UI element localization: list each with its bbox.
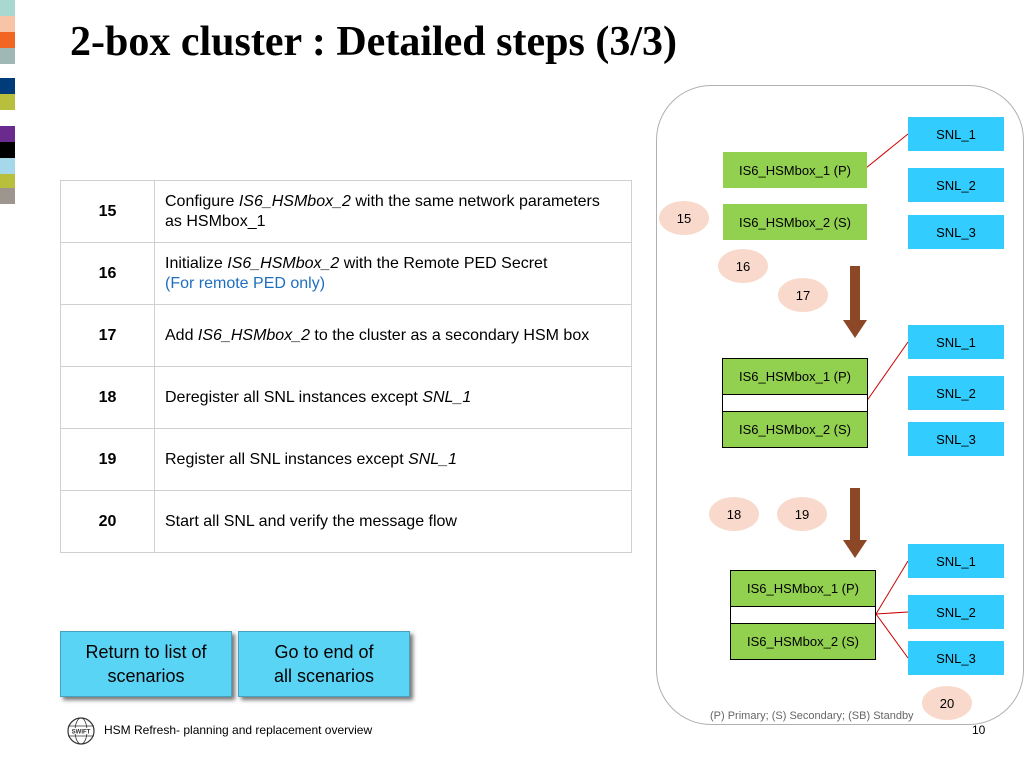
hsm-cluster-group: IS6_HSMbox_1 (P) IS6_HSMbox_2 (S) — [722, 358, 868, 448]
snl-box: SNL_1 — [908, 544, 1004, 578]
snl-box: SNL_2 — [908, 168, 1004, 202]
step-description: Deregister all SNL instances except SNL_… — [154, 366, 632, 429]
step-description: Start all SNL and verify the message flo… — [154, 490, 632, 553]
step-bubble: 20 — [922, 686, 972, 720]
step-row: 20 Start all SNL and verify the message f… — [60, 490, 632, 553]
step-emphasis: IS6_HSMbox_2 — [227, 254, 340, 272]
accent-swatch — [0, 16, 15, 32]
accent-swatch — [0, 188, 15, 204]
step-bubble: 16 — [718, 249, 768, 283]
step-number: 18 — [60, 366, 155, 429]
swift-logo-icon: SWIFT — [67, 717, 95, 745]
snl-box: SNL_1 — [908, 117, 1004, 151]
accent-swatch — [0, 64, 15, 78]
step-description: Register all SNL instances except SNL_1 — [154, 428, 632, 491]
step-number: 19 — [60, 428, 155, 491]
return-to-scenarios-button[interactable]: Return to list of scenarios — [60, 631, 232, 697]
accent-swatch — [0, 78, 15, 94]
step-bubble: 17 — [778, 278, 828, 312]
hsm-cluster-group: IS6_HSMbox_1 (P) IS6_HSMbox_2 (S) — [730, 570, 876, 660]
step-description: Configure IS6_HSMbox_2 with the same net… — [154, 180, 632, 243]
snl-box: SNL_2 — [908, 376, 1004, 410]
snl-box: SNL_2 — [908, 595, 1004, 629]
svg-text:SWIFT: SWIFT — [72, 729, 91, 735]
step-text: Initialize — [165, 254, 228, 272]
step-text: Start all SNL and verify the message flo… — [165, 512, 457, 530]
accent-swatch — [0, 158, 15, 174]
step-emphasis: IS6_HSMbox_2 — [197, 326, 310, 344]
page-number: 10 — [972, 723, 986, 737]
step-bubble: 18 — [709, 497, 759, 531]
accent-swatch — [0, 48, 15, 64]
step-text: Deregister all SNL instances except — [165, 388, 423, 406]
accent-swatch — [0, 32, 15, 48]
end-button-label-line2: all scenarios — [273, 666, 375, 686]
accent-swatch — [0, 174, 15, 188]
snl-box: SNL_3 — [908, 422, 1004, 456]
accent-swatch — [0, 110, 15, 126]
step-text: with the Remote PED Secret — [339, 254, 548, 272]
accent-swatch — [0, 0, 15, 16]
snl-box: SNL_3 — [908, 215, 1004, 249]
step-bubble: 19 — [777, 497, 827, 531]
step-number: 17 — [60, 304, 155, 367]
hsm-box-primary: IS6_HSMbox_1 (P) — [723, 359, 867, 395]
step-text: Add — [165, 326, 198, 344]
step-text: Register all SNL instances except — [165, 450, 409, 468]
step-note: (For remote PED only) — [165, 274, 326, 292]
step-emphasis: SNL_1 — [422, 388, 472, 406]
diagram-legend: (P) Primary; (S) Secondary; (SB) Standby — [710, 710, 914, 722]
step-description: Add IS6_HSMbox_2 to the cluster as a sec… — [154, 304, 632, 367]
step-text: with the same network parameters as HSMb… — [165, 192, 600, 230]
accent-swatch — [0, 142, 15, 158]
go-to-end-button[interactable]: Go to end of all scenarios — [238, 631, 410, 697]
return-button-label-line1: Return to list of — [85, 642, 207, 662]
hsm-box-secondary: IS6_HSMbox_2 (S) — [723, 411, 867, 447]
footer-text: HSM Refresh- planning and replacement ov… — [104, 723, 373, 737]
hsm-box-secondary: IS6_HSMbox_2 (S) — [731, 623, 875, 659]
step-text: to the cluster as a secondary HSM box — [309, 326, 590, 344]
hsm-box-primary: IS6_HSMbox_1 (P) — [723, 152, 867, 188]
return-button-label-line2: scenarios — [107, 666, 185, 686]
step-number: 20 — [60, 490, 155, 553]
accent-swatch — [0, 94, 15, 110]
step-bubble: 15 — [659, 201, 709, 235]
step-emphasis: IS6_HSMbox_2 — [238, 192, 351, 210]
end-button-label-line1: Go to end of — [274, 642, 374, 662]
accent-swatch — [0, 126, 15, 142]
snl-box: SNL_3 — [908, 641, 1004, 675]
snl-box: SNL_1 — [908, 325, 1004, 359]
slide-title: 2-box cluster : Detailed steps (3/3) — [70, 19, 677, 65]
hsm-box-secondary: IS6_HSMbox_2 (S) — [723, 204, 867, 240]
step-text: Configure — [165, 192, 239, 210]
step-number: 15 — [60, 180, 155, 243]
step-description: Initialize IS6_HSMbox_2 with the Remote … — [154, 242, 632, 305]
hsm-box-primary: IS6_HSMbox_1 (P) — [731, 571, 875, 607]
step-number: 16 — [60, 242, 155, 305]
step-emphasis: SNL_1 — [408, 450, 457, 468]
